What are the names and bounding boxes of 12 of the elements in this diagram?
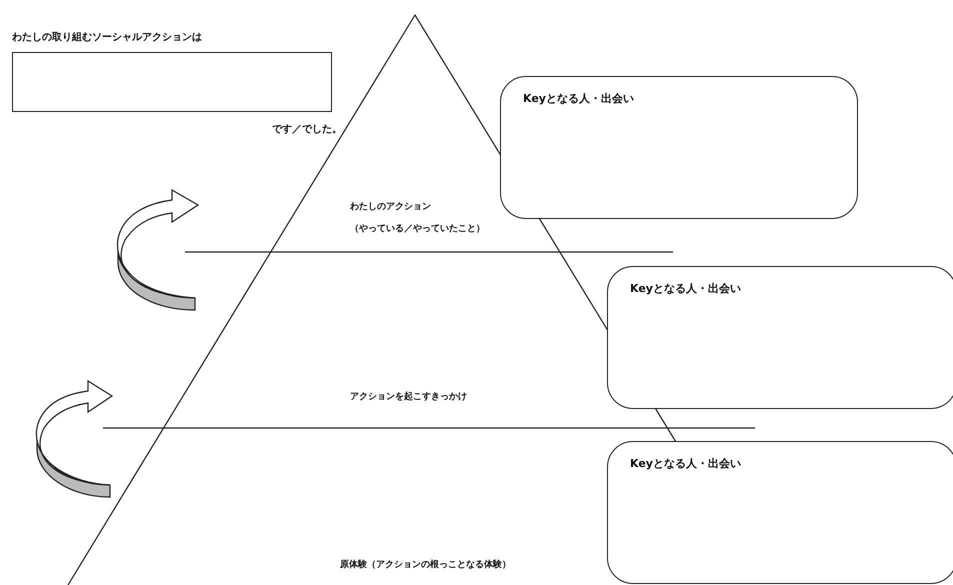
box-heading: Keyとなる人・出会い [630,456,741,471]
tier-label: （やっている／やっていたこと） [350,223,485,235]
tier-label: わたしのアクション [350,201,431,213]
box-heading: Keyとなる人・出会い [630,281,741,296]
tier-label: 原体験（アクションの根っことなる体験） [340,558,511,571]
heading: わたしの取り組むソーシャルアクションは [12,30,202,44]
box-heading: Keyとなる人・出会い [523,91,634,106]
tier-label: アクションを起こすきっかけ [350,390,467,403]
note-box [500,76,858,219]
note-box [607,266,953,409]
sentence-ending: です／でした。 [272,123,342,136]
note-box [607,441,953,584]
